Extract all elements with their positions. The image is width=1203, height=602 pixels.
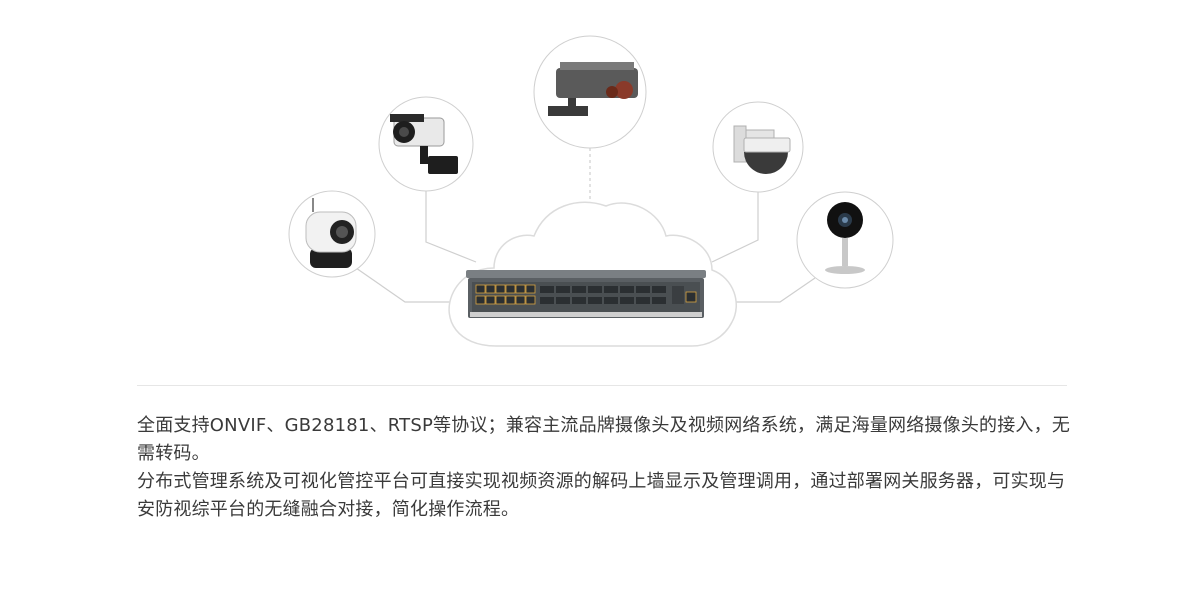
divider xyxy=(137,385,1067,386)
description: 全面支持ONVIF、GB28181、RTSP等协议；兼容主流品牌摄像头及视频网络… xyxy=(137,412,1077,524)
bullet-camera-icon xyxy=(378,96,474,192)
home-camera-icon xyxy=(796,191,894,289)
ptz-dome-camera-icon xyxy=(288,190,376,278)
connector-bullet xyxy=(425,190,477,263)
network-diagram xyxy=(288,35,894,347)
connector-home xyxy=(735,277,816,303)
connector-lines xyxy=(355,148,816,303)
connector-dome xyxy=(711,192,759,263)
gateway-switch-icon xyxy=(466,270,706,318)
description-paragraph: 分布式管理系统及可视化管控平台可直接实现视频资源的解码上墙显示及管理调用，通过部… xyxy=(137,471,1066,520)
description-paragraph: 全面支持ONVIF、GB28181、RTSP等协议；兼容主流品牌摄像头及视频网络… xyxy=(137,415,1071,464)
connector-ptz xyxy=(355,267,460,303)
box-camera-icon xyxy=(533,35,647,149)
dome-camera-icon xyxy=(712,101,804,193)
